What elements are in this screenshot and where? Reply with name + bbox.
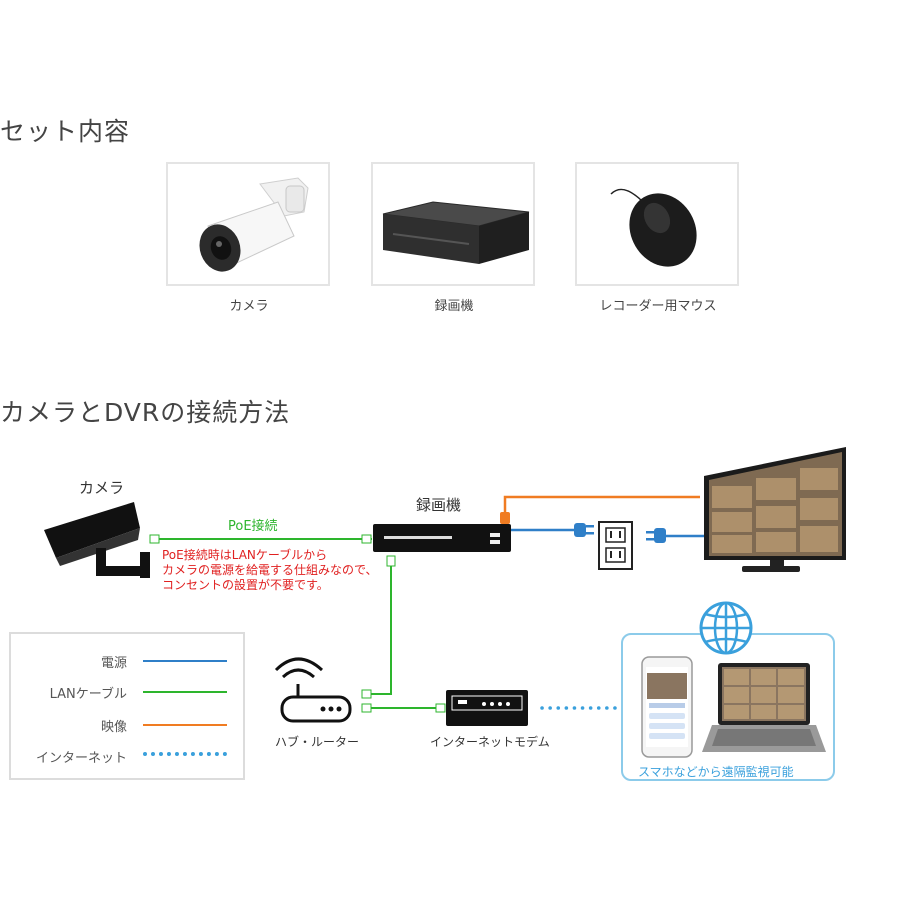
legend-swatch-power bbox=[143, 660, 227, 662]
camera-label: カメラ bbox=[79, 477, 124, 498]
legend-label-internet: インターネット bbox=[36, 747, 127, 766]
legend-swatch-video bbox=[143, 724, 227, 726]
legend: 電源 LANケーブル 映像 インターネット bbox=[9, 632, 245, 780]
poe-note: PoE接続時はLANケーブルから カメラの電源を給電する仕組みなので、 コンセン… bbox=[162, 548, 378, 593]
poe-note-line: コンセントの設置が不要です。 bbox=[162, 578, 378, 593]
smartphone-icon bbox=[642, 657, 692, 757]
poe-label: PoE接続 bbox=[228, 515, 278, 534]
legend-swatch-internet bbox=[143, 752, 227, 756]
legend-label-video: 映像 bbox=[101, 716, 127, 735]
legend-label-lan: LANケーブル bbox=[50, 683, 127, 702]
poe-note-line: カメラの電源を給電する仕組みなので、 bbox=[162, 563, 378, 578]
legend-label-power: 電源 bbox=[101, 652, 127, 671]
poe-note-line: PoE接続時はLANケーブルから bbox=[162, 548, 378, 563]
remote-label: スマホなどから遠隔監視可能 bbox=[638, 763, 794, 780]
laptop-icon bbox=[702, 663, 826, 752]
router-label: ハブ・ルーター bbox=[275, 733, 359, 750]
recorder-label: 録画機 bbox=[416, 494, 461, 515]
modem-label: インターネットモデム bbox=[430, 733, 550, 750]
globe-icon bbox=[701, 603, 751, 653]
legend-swatch-lan bbox=[143, 691, 227, 693]
